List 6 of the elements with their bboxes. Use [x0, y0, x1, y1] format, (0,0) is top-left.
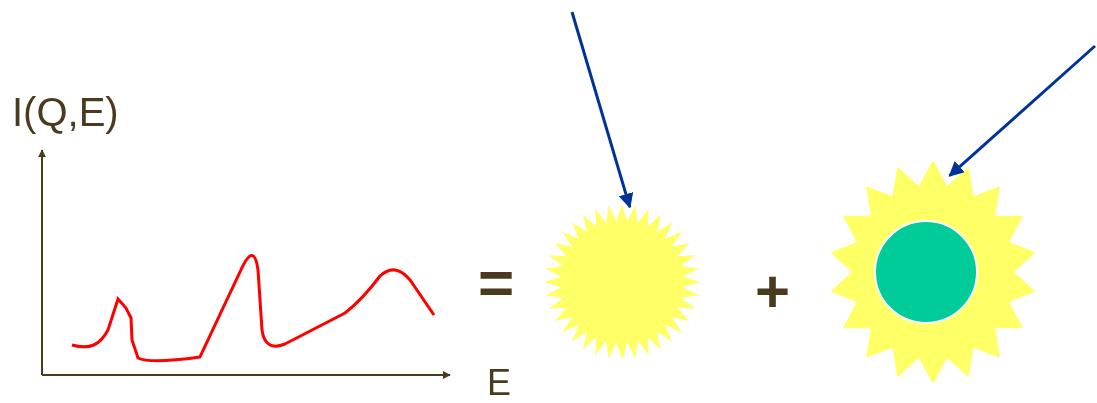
arrow	[948, 44, 1096, 177]
plus-sign: +	[755, 262, 791, 322]
axis-label: E	[487, 365, 511, 401]
arrow	[570, 11, 634, 209]
axis-label: I(Q,E)	[12, 92, 119, 132]
equals-sign: =	[478, 252, 515, 314]
